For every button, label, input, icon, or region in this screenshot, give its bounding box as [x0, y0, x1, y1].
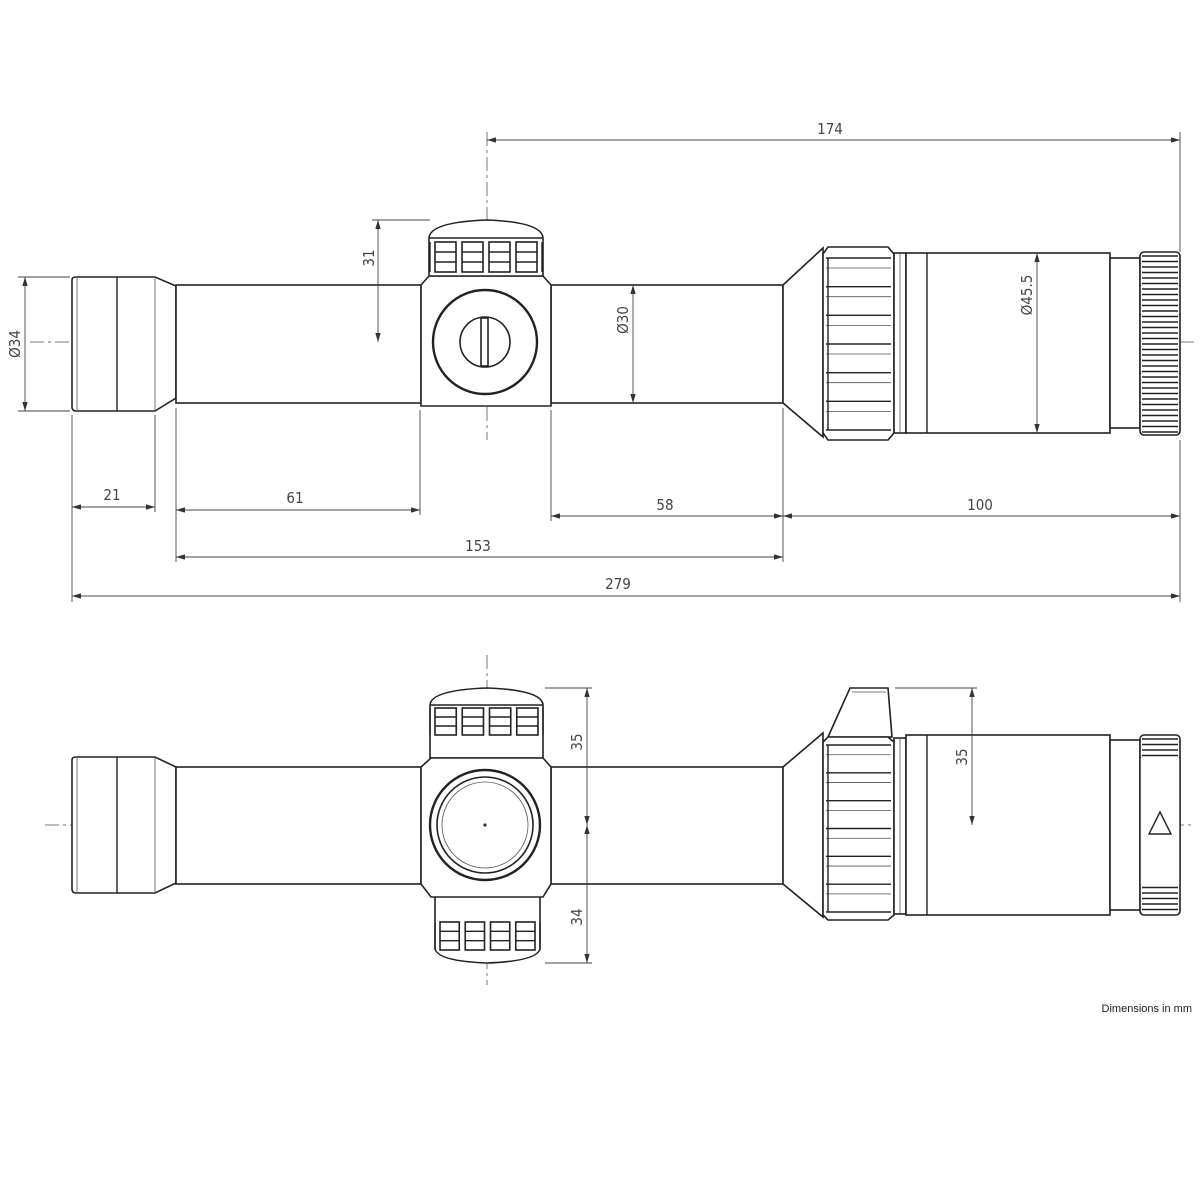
dim-21: 21 [103, 486, 120, 504]
side-view: 35 34 35 [45, 655, 1195, 985]
dim-eyepiece-diameter: Ø34 [6, 330, 24, 358]
main-tube-front [550, 766, 784, 885]
dim-35-turret: 35 [568, 733, 586, 750]
main-tube-rear [175, 766, 422, 885]
zoom-throw-lever [826, 687, 893, 738]
dim-58: 58 [656, 496, 673, 514]
dim-61: 61 [286, 489, 303, 507]
turret-knurling [434, 921, 541, 951]
zoom-ring-ribs [826, 744, 891, 913]
eyepiece [71, 756, 177, 894]
top-view-dimensions: 174 31 Ø34 Ø30 Ø45.5 21 61 [6, 120, 1181, 602]
zoom-ring-ribs [826, 257, 891, 431]
elevation-turret [420, 219, 552, 407]
top-view: 174 31 Ø34 Ø30 Ø45.5 21 61 [6, 120, 1195, 602]
dim-34-turret: 34 [568, 908, 586, 925]
dim-174: 174 [817, 120, 843, 138]
main-tube-front [550, 284, 784, 404]
side-view-dimensions: 35 34 35 [545, 687, 977, 964]
units-note: Dimensions in mm [1102, 1003, 1192, 1015]
eyepiece [71, 276, 177, 412]
marker-triangle-icon [1147, 810, 1173, 835]
dim-31: 31 [360, 249, 378, 266]
objective-section [782, 246, 1181, 441]
dim-tube-diameter: Ø30 [614, 306, 632, 334]
turret-knurling [429, 241, 543, 273]
dim-objective-diameter: Ø45.5 [1018, 275, 1036, 316]
dim-100: 100 [967, 496, 993, 514]
dim-279: 279 [605, 575, 631, 593]
objective-section [782, 687, 1181, 921]
cap-knurling [1142, 255, 1178, 433]
turret-block [420, 687, 552, 964]
dim-153: 153 [465, 537, 491, 555]
main-tube-rear [175, 284, 422, 404]
dim-35-lever: 35 [953, 748, 971, 765]
turret-knurling [429, 707, 544, 736]
